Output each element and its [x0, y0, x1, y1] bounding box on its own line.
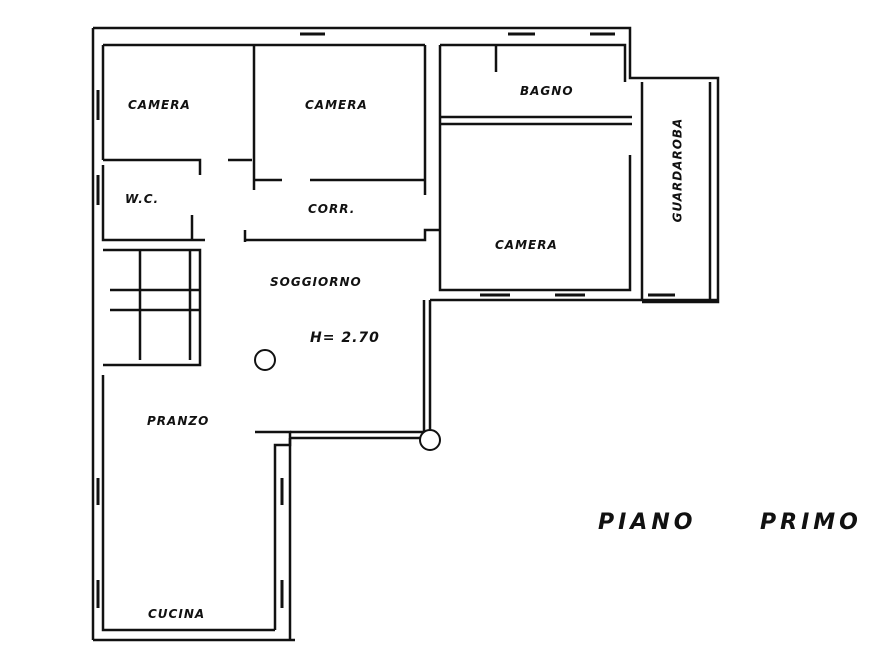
room-label-camera-2: CAMERA: [305, 98, 368, 112]
room-label-bagno: BAGNO: [520, 84, 574, 98]
room-label-soggiorno: SOGGIORNO: [270, 275, 362, 289]
plan-title-piano: PIANO: [598, 510, 697, 535]
plan-title-primo: PRIMO: [760, 510, 862, 535]
room-label-wc: W.C.: [125, 192, 160, 206]
room-label-pranzo: PRANZO: [147, 414, 210, 428]
room-label-corridor: CORR.: [308, 202, 356, 216]
room-label-camera-3: CAMERA: [495, 238, 558, 252]
ceiling-height-note: H= 2.70: [310, 330, 380, 346]
room-label-cucina: CUCINA: [148, 607, 206, 621]
room-label-guardaroba: GUARDAROBA: [670, 117, 685, 223]
room-label-camera-1: CAMERA: [128, 98, 191, 112]
